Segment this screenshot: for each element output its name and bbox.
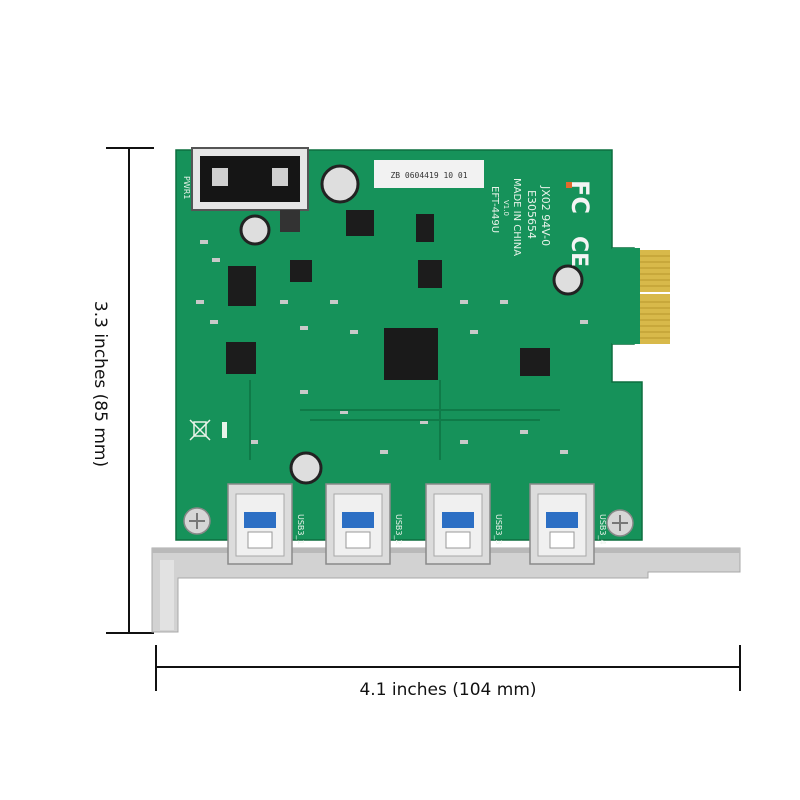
width-left-tick [155, 645, 157, 691]
usb-controller-chip [384, 328, 438, 380]
width-right-tick [739, 645, 741, 691]
silk-flame-rating: JX02 94V-0 [539, 185, 552, 246]
pcie-gold-fingers [612, 248, 670, 344]
sticker-text: ZB 0604419 10 01 [390, 171, 467, 180]
port-labels: USB3_1 USB3_2 USB3_3 USB3_4 [296, 514, 607, 545]
weee-bin-icon [189, 419, 211, 441]
port-label-4: USB3_4 [598, 514, 607, 545]
width-dimension-line [155, 666, 741, 668]
screw-left [183, 507, 211, 535]
serial-sticker: ZB 0604419 10 01 [374, 160, 484, 188]
capacitors [239, 164, 584, 485]
usb-port-4 [529, 483, 595, 565]
port-label-1: USB3_1 [296, 514, 305, 545]
orange-indicator [566, 182, 572, 188]
trace-lines [249, 380, 560, 460]
silk-made-in: MADE IN CHINA [511, 178, 522, 256]
silkscreen-text-block: EFT-449U V1.0 MADE IN CHINA E305654 JX02… [182, 176, 552, 256]
port-label-3: USB3_3 [494, 514, 503, 545]
smd-components [196, 240, 588, 454]
usb-port-1 [227, 483, 293, 565]
silk-cert-code: E305654 [525, 190, 538, 239]
silk-bar [222, 422, 227, 438]
ce-mark: CE [566, 236, 591, 267]
silk-model: EFT-449U [489, 186, 500, 233]
usb-port-3 [425, 483, 491, 565]
port-label-2: USB3_2 [394, 514, 403, 545]
height-bottom-tick [106, 632, 154, 634]
silk-power-label: PWR1 [182, 176, 191, 199]
silk-rev: V1.0 [502, 200, 510, 216]
height-dimension-line [128, 148, 130, 633]
usb-port-2 [325, 483, 391, 565]
power-connector [191, 147, 309, 211]
height-top-tick [106, 147, 154, 149]
secondary-chips [226, 210, 550, 376]
screw-right [606, 509, 634, 537]
width-label: 4.1 inches (104 mm) [359, 680, 537, 700]
